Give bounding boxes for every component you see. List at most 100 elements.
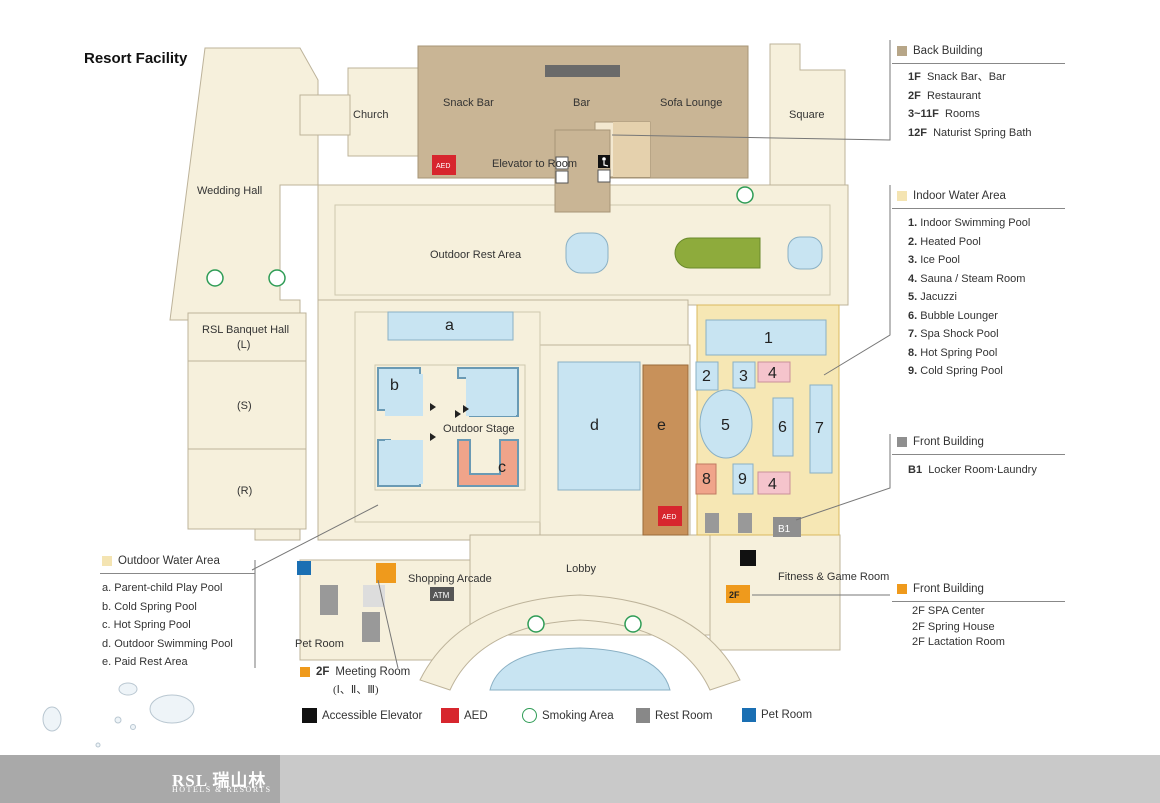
cold-spring-pool-9: [732, 463, 754, 495]
banquet-hall-r: [187, 448, 307, 530]
accessible-icon: [740, 550, 756, 566]
legend-outdoor-list: a. Parent-child Play Pool b. Cold Spring…: [102, 582, 233, 668]
pool-c: [457, 439, 519, 487]
floor-2f-marker: [726, 585, 750, 603]
legend-restroom: Rest Room: [636, 708, 713, 723]
pet-room-label: Pet Room: [295, 638, 344, 650]
restroom-icon: [705, 513, 719, 533]
aed-icon: [432, 155, 456, 175]
accessible-restroom-icon: [363, 585, 385, 607]
smoking-area-icon: [624, 615, 642, 633]
entrance-pool: [489, 647, 671, 691]
legend-indoor-list: 1. Indoor Swimming Pool 2. Heated Pool 3…: [908, 217, 1031, 377]
church-label: Church: [353, 109, 388, 121]
banquet-hall-s: [187, 360, 307, 450]
legend-back-building-heading: Back Building: [897, 45, 983, 57]
meeting-room-marker: [376, 563, 396, 583]
page-title: Resort Facility: [84, 50, 188, 67]
brand-logo: RSL 瑞山林: [172, 771, 267, 790]
fitness-label: Fitness & Game Room: [778, 571, 889, 583]
legend-meeting-room: 2F Meeting Room: [300, 666, 410, 678]
smoking-area-icon: [206, 269, 224, 287]
atm-label: ATM: [433, 591, 450, 600]
water-drops-decoration: [42, 682, 195, 748]
fountain-pool: [565, 232, 609, 274]
outdoor-rest-area-label: Outdoor Rest Area: [430, 249, 522, 261]
restroom-icon: [636, 708, 650, 723]
legend-meeting-room-sub: (Ⅰ、Ⅱ、Ⅲ): [333, 684, 379, 696]
legend-indoor-heading: Indoor Water Area: [897, 190, 1006, 202]
banquet-l-label: (L): [237, 339, 250, 351]
legend-swatch: [300, 667, 310, 677]
sofa-lounge-label: Sofa Lounge: [660, 97, 722, 109]
stage-marker: [430, 403, 436, 411]
smoking-area-icon: [527, 615, 545, 633]
legend-heading-text: Back Building: [913, 45, 983, 57]
cold-9-label: 9: [738, 471, 747, 488]
legend-back-building-list: 1F Snack Bar、Bar 2F Restaurant 3~11F Roo…: [908, 71, 1032, 139]
shopping-arcade-label: Shopping Arcade: [408, 573, 492, 585]
restroom-icon: [320, 585, 338, 615]
floor-2f-label: 2F: [729, 590, 740, 600]
legend-front-2f-heading: Front Building: [897, 583, 984, 595]
legend-outdoor-heading: Outdoor Water Area: [102, 555, 220, 567]
legend-divider: [100, 573, 255, 574]
pool-c-label: c: [498, 459, 506, 476]
pool-1: [705, 319, 827, 356]
legend-swatch: [102, 556, 112, 566]
b1-marker: [773, 517, 801, 537]
pool-3: [732, 361, 756, 389]
square-label: Square: [789, 109, 824, 121]
sauna-4-top: [757, 361, 791, 383]
pool-2: [695, 361, 719, 391]
pool-b-label: b: [390, 377, 399, 394]
aed-icon: [658, 506, 682, 526]
legend-divider: [892, 601, 1065, 602]
pet-room-icon: [742, 708, 756, 722]
restroom-icon: [362, 612, 380, 642]
legend-front-b1-list: B1 Locker Room‧Laundry: [908, 464, 1037, 476]
bar-counter: [545, 65, 620, 77]
legend-swatch: [897, 584, 907, 594]
legend-swatch: [897, 437, 907, 447]
fitness-area: [709, 534, 841, 651]
jacuzzi-5-label: 5: [721, 417, 730, 434]
aed-icon: [441, 708, 459, 723]
accessible-icon: [302, 708, 317, 723]
snack-bar-label: Snack Bar: [443, 97, 494, 109]
pool-a-label: a: [445, 317, 454, 334]
outdoor-stage-label: Outdoor Stage: [443, 423, 515, 435]
banquet-hall-label: RSL Banquet Hall: [202, 324, 289, 336]
elevator-to-room-label: Elevator to Room: [492, 158, 577, 170]
legend-swatch: [897, 46, 907, 56]
elevator-icon: [555, 170, 569, 184]
sauna-4-label: 4: [768, 365, 777, 382]
brand-subtitle: HOTELS & RESORTS: [172, 785, 272, 794]
bar-label: Bar: [573, 97, 590, 109]
banquet-r-label: (R): [237, 485, 252, 497]
pool-2-label: 2: [702, 368, 711, 385]
jacuzzi-5: [699, 389, 753, 459]
legend-swatch: [897, 191, 907, 201]
smoking-area-icon: [736, 186, 754, 204]
legend-divider: [892, 454, 1065, 455]
sauna-4-bottom: [757, 471, 791, 495]
aed-label: AED: [436, 163, 450, 170]
banquet-s-label: (S): [237, 400, 252, 412]
hot-spring-pool-8: [695, 463, 717, 495]
logo-box: [0, 755, 280, 803]
elevator-icon: [555, 156, 569, 170]
spa-shock-pool-7: [809, 384, 833, 474]
pool-a: [387, 311, 514, 341]
hot-8-label: 8: [702, 471, 711, 488]
bubble-6-label: 6: [778, 419, 787, 436]
legend-pet-room: Pet Room: [742, 708, 812, 722]
legend-divider: [892, 63, 1065, 64]
bubble-lounger-6: [772, 397, 794, 457]
restroom-icon: [738, 513, 752, 533]
pool-d-label: d: [590, 417, 599, 434]
entrance-stairs: [419, 594, 741, 691]
sauna-4b-label: 4: [768, 476, 777, 493]
elevator-icon: [597, 169, 611, 183]
